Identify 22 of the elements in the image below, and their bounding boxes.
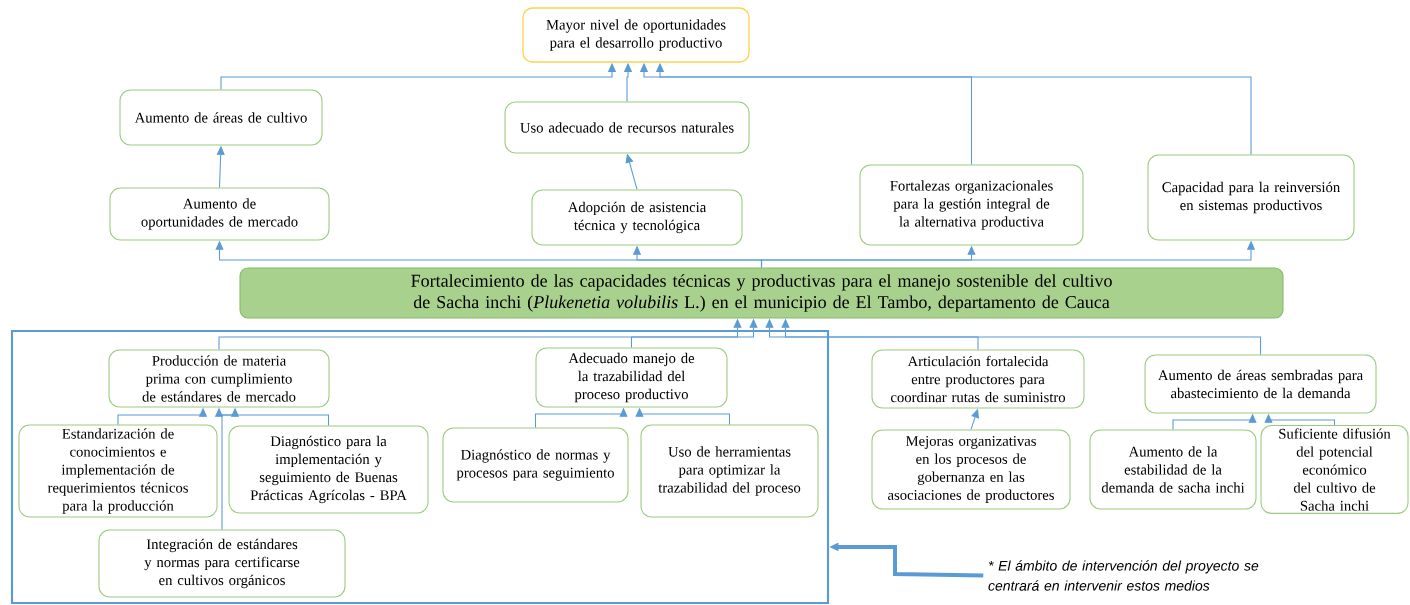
cause-box: Aumento de oportunidades de mercado — [109, 187, 330, 241]
cause-box: Mejoras organizativas en los procesos de gobernanza en las asociaciones de productores — [871, 429, 1071, 510]
cause-box: Uso de herramientas para optimizar la trazabilidad del proceso — [640, 424, 819, 518]
cause-box: Diagnóstico de normas y procesos para seguimiento — [442, 427, 629, 503]
cause-box: Suficiente difusión del potencial económico del cultivo de Sacha inchi — [1260, 425, 1409, 514]
cause-box: Aumento de áreas sembradas para abastecimiento de la demanda — [1144, 354, 1377, 414]
cause-box: Estandarización de conocimientos e implementación de requerimientos técnicos para la producción — [18, 424, 218, 518]
cause-box: Uso adecuado de recursos naturales — [504, 101, 750, 154]
cause-box: Articulación fortalecida entre productores para coordinar rutas de suministro — [871, 349, 1085, 409]
cause-box: Aumento de la estabilidad de la demanda de sacha inchi — [1089, 429, 1257, 510]
cause-box: Adopción de asistencia técnica y tecnológica — [531, 189, 743, 246]
cause-box: Fortalezas organizacionales para la gestión integral de la alternativa productiva — [859, 164, 1084, 246]
cause-box: Capacidad para la reinversión en sistemas productivos — [1147, 154, 1355, 241]
result-box: Mayor nivel de oportunidades para el desarrollo productivo — [522, 7, 750, 63]
cause-box: Diagnóstico para la implementación y seguimiento de Buenas Prácticas Agrícolas - BPA — [228, 425, 429, 514]
cause-box: Integración de estándares y normas para certificarse en cultivos orgánicos — [98, 529, 346, 598]
cause-box: Aumento de áreas de cultivo — [119, 89, 323, 146]
cause-box: Producción de materia prima con cumplimiento de estándares de mercado — [108, 349, 330, 408]
objective-box: Fortalecimiento de las capacidades técnicas y productivas para el manejo sostenible del cultivo de Sacha inchi (Plukenetia volubilis L.) en el municipio de El Tambo, departamento de Cauca — [239, 267, 1284, 319]
cause-box: Adecuado manejo de la trazabilidad del proceso productivo — [535, 347, 728, 408]
note-text: * El ámbito de intervención del proyecto se centrará en intervenir estos medios — [988, 560, 1259, 591]
scope-frame — [10, 329, 830, 605]
